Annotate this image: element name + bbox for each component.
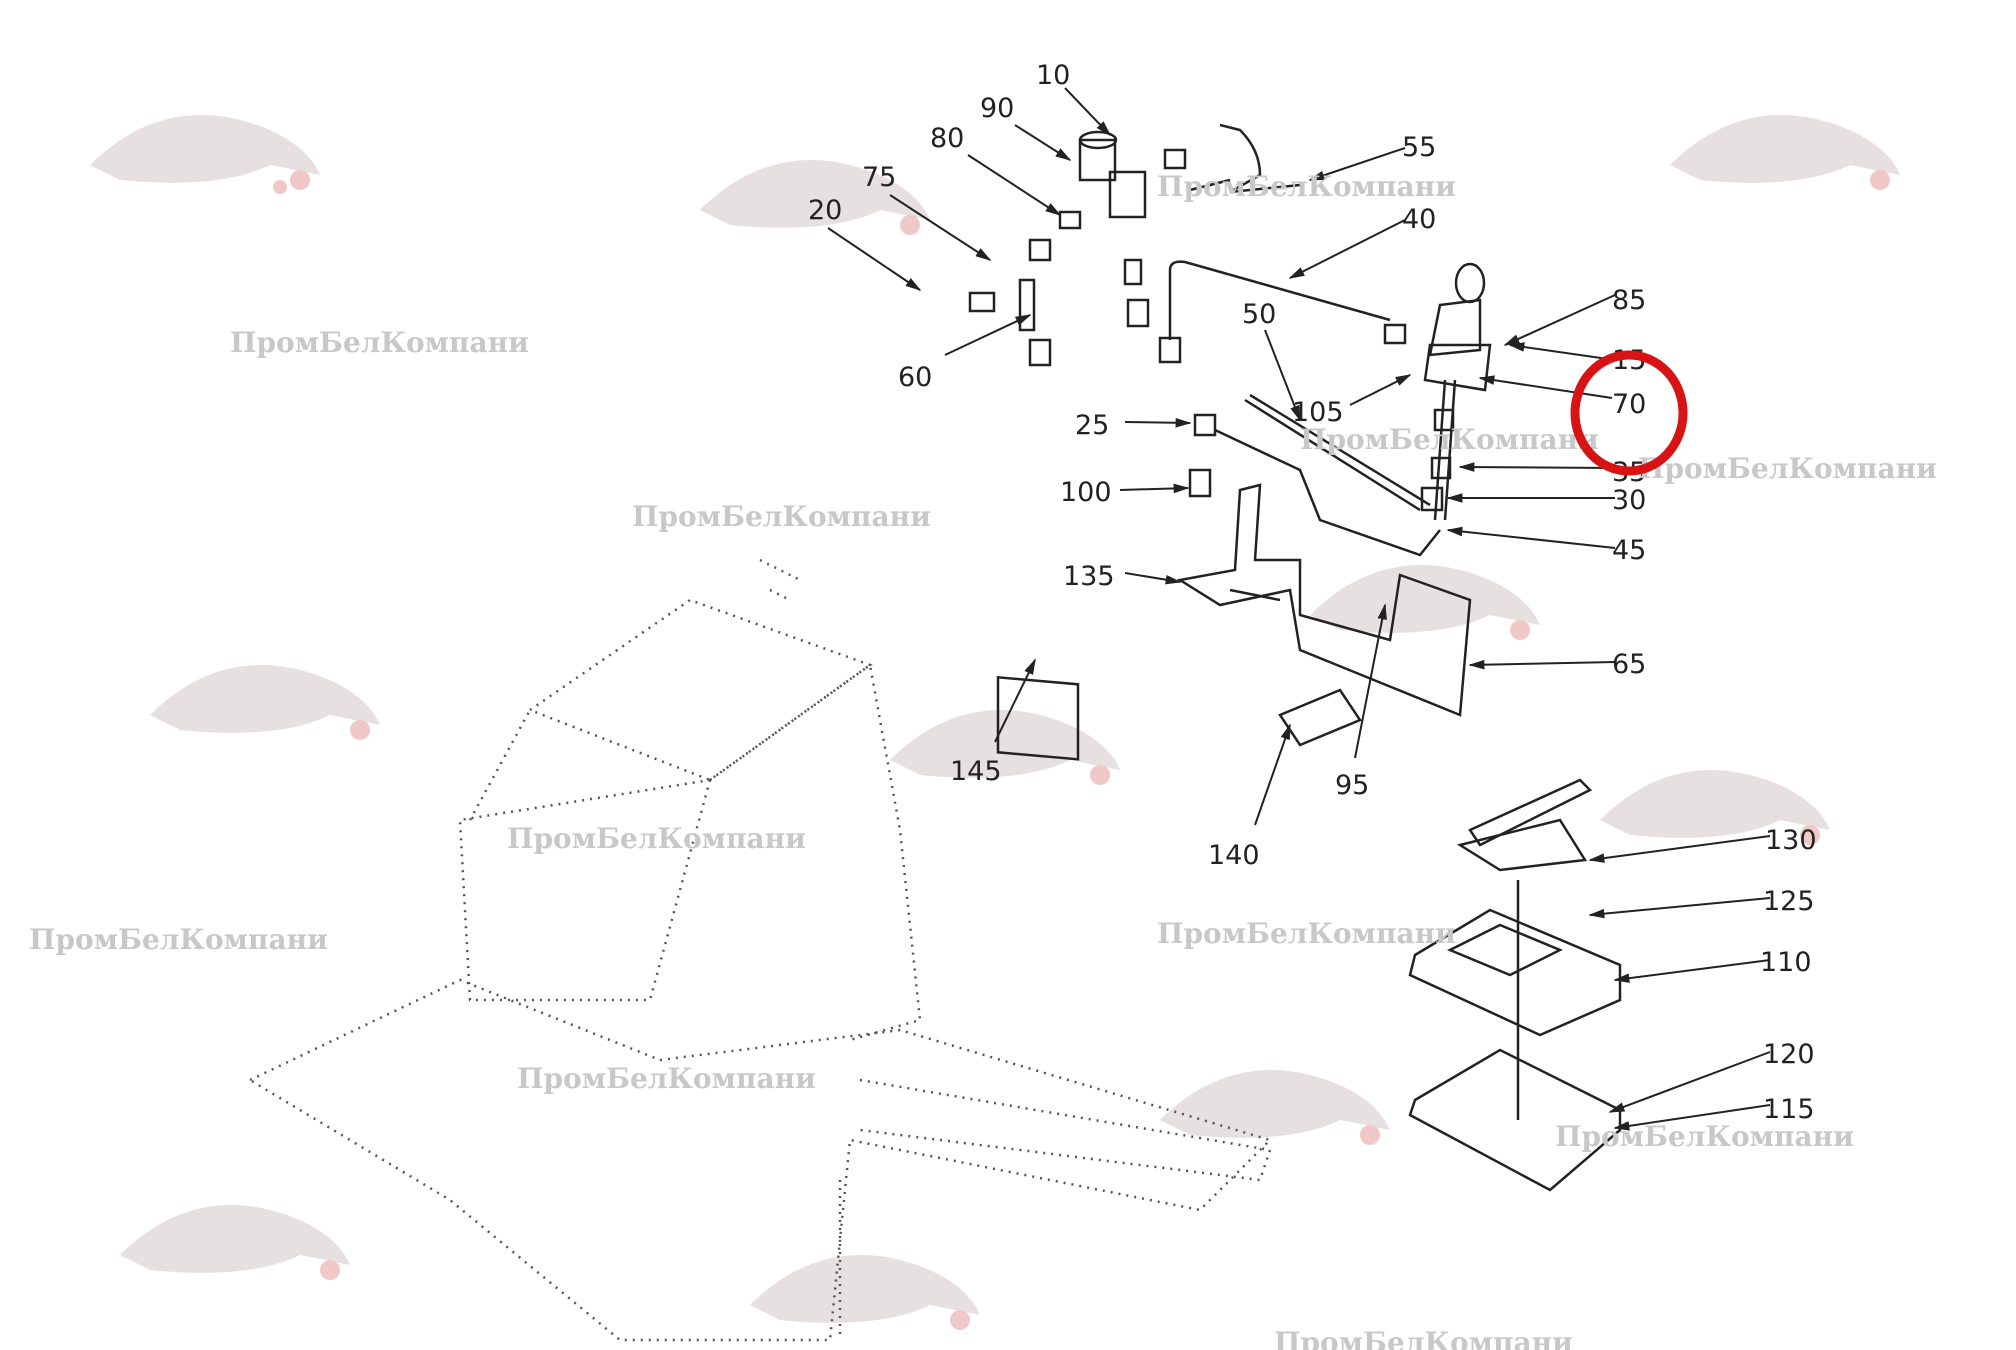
callout-70[interactable]: 70 xyxy=(1612,389,1646,420)
callout-45[interactable]: 45 xyxy=(1612,535,1646,566)
watermark-text: ПромБелКомпани xyxy=(1157,917,1456,950)
callout-125[interactable]: 125 xyxy=(1763,886,1815,917)
logo-watermark xyxy=(150,665,380,740)
callout-100[interactable]: 100 xyxy=(1060,477,1112,508)
control-lever xyxy=(1188,262,1492,557)
watermark-text: ПромБелКомпани xyxy=(517,1062,816,1095)
callout-85[interactable]: 85 xyxy=(1612,285,1646,316)
logo-watermarks xyxy=(90,115,1900,1330)
callout-115[interactable]: 115 xyxy=(1763,1094,1815,1125)
callout-60[interactable]: 60 xyxy=(898,362,932,393)
callout-50[interactable]: 50 xyxy=(1242,299,1276,330)
decal-plate xyxy=(996,675,1080,761)
leader-lines xyxy=(827,87,1771,1131)
watermark-text: ПромБелКомпани xyxy=(29,923,328,956)
logo-watermark xyxy=(1600,770,1830,845)
text-watermarks: ПромБелКомпани ПромБелКомпани ПромБелКом… xyxy=(29,170,1937,1350)
callout-95[interactable]: 95 xyxy=(1335,770,1369,801)
callout-140[interactable]: 140 xyxy=(1208,840,1260,871)
watermark-text: ПромБелКомпани xyxy=(1300,423,1599,456)
watermark-text: ПромБелКомпани xyxy=(1555,1120,1854,1153)
logo-watermark xyxy=(90,115,320,194)
callout-55[interactable]: 55 xyxy=(1402,132,1436,163)
callout-105[interactable]: 105 xyxy=(1292,397,1344,428)
logo-watermark xyxy=(1310,565,1540,640)
callout-labels: 10 90 80 75 20 55 40 85 15 70 35 30 45 5… xyxy=(808,60,1817,1125)
callout-20[interactable]: 20 xyxy=(808,195,842,226)
callout-65[interactable]: 65 xyxy=(1612,649,1646,680)
watermark-text: ПромБелКомпани xyxy=(507,822,806,855)
logo-watermark xyxy=(750,1255,980,1330)
logo-watermark xyxy=(1160,1070,1390,1145)
callout-75[interactable]: 75 xyxy=(862,162,896,193)
floor-plate xyxy=(1278,688,1362,747)
callout-110[interactable]: 110 xyxy=(1760,947,1812,978)
watermark-text: ПромБелКомпани xyxy=(1638,452,1937,485)
callout-120[interactable]: 120 xyxy=(1763,1039,1815,1070)
logo-watermark xyxy=(1670,115,1900,190)
callout-40[interactable]: 40 xyxy=(1402,204,1436,235)
logo-watermark xyxy=(700,160,930,235)
watermark-text: ПромБелКомпани xyxy=(1157,170,1456,203)
valve-assembly xyxy=(968,123,1407,367)
callout-130[interactable]: 130 xyxy=(1765,825,1817,856)
watermark-text: ПромБелКомпани xyxy=(230,326,529,359)
watermark-text: ПромБелКомпани xyxy=(1274,1326,1573,1350)
bracket xyxy=(1176,483,1472,717)
highlight-circle xyxy=(1570,350,1688,476)
callout-145[interactable]: 145 xyxy=(950,756,1002,787)
callout-90[interactable]: 90 xyxy=(980,93,1014,124)
logo-watermark xyxy=(120,1205,350,1280)
callout-135[interactable]: 135 xyxy=(1063,561,1115,592)
callout-80[interactable]: 80 xyxy=(930,123,964,154)
logo-watermark xyxy=(890,710,1120,785)
watermark-text: ПромБелКомпани xyxy=(632,500,931,533)
cab-frame-outline xyxy=(249,558,1273,1342)
callout-25[interactable]: 25 xyxy=(1075,410,1109,441)
callout-10[interactable]: 10 xyxy=(1036,60,1070,91)
callout-30[interactable]: 30 xyxy=(1612,485,1646,516)
